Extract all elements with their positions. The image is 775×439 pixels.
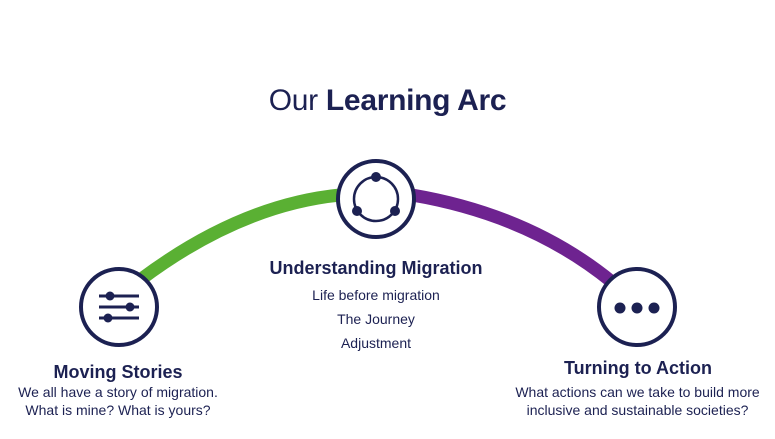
cycle-icon — [336, 159, 416, 239]
sliders-icon — [79, 267, 159, 347]
list-item: Life before migration — [312, 287, 440, 303]
stage-text-line: inclusive and sustainable societies? — [526, 402, 749, 418]
page-title: Our Learning Arc — [0, 82, 775, 120]
more-dots-icon — [597, 267, 677, 347]
stage-title-understanding-migration: Understanding Migration — [269, 258, 483, 278]
stage-text-line: We all have a story of migration. — [18, 384, 218, 400]
list-item: Adjustment — [340, 335, 412, 351]
arc-green-segment — [136, 188, 341, 286]
arc-purple-segment — [410, 188, 617, 288]
title-regular: Our — [268, 84, 326, 117]
stage-title-turning-to-action: Turning to Action — [564, 358, 712, 378]
stage-text-line: What actions can we take to build more — [515, 384, 760, 400]
stage-text-line: What is mine? What is yours? — [25, 402, 211, 418]
stage-title-moving-stories: Moving Stories — [53, 362, 183, 382]
title-bold: Learning Arc — [325, 84, 507, 117]
list-item: The Journey — [337, 311, 415, 327]
